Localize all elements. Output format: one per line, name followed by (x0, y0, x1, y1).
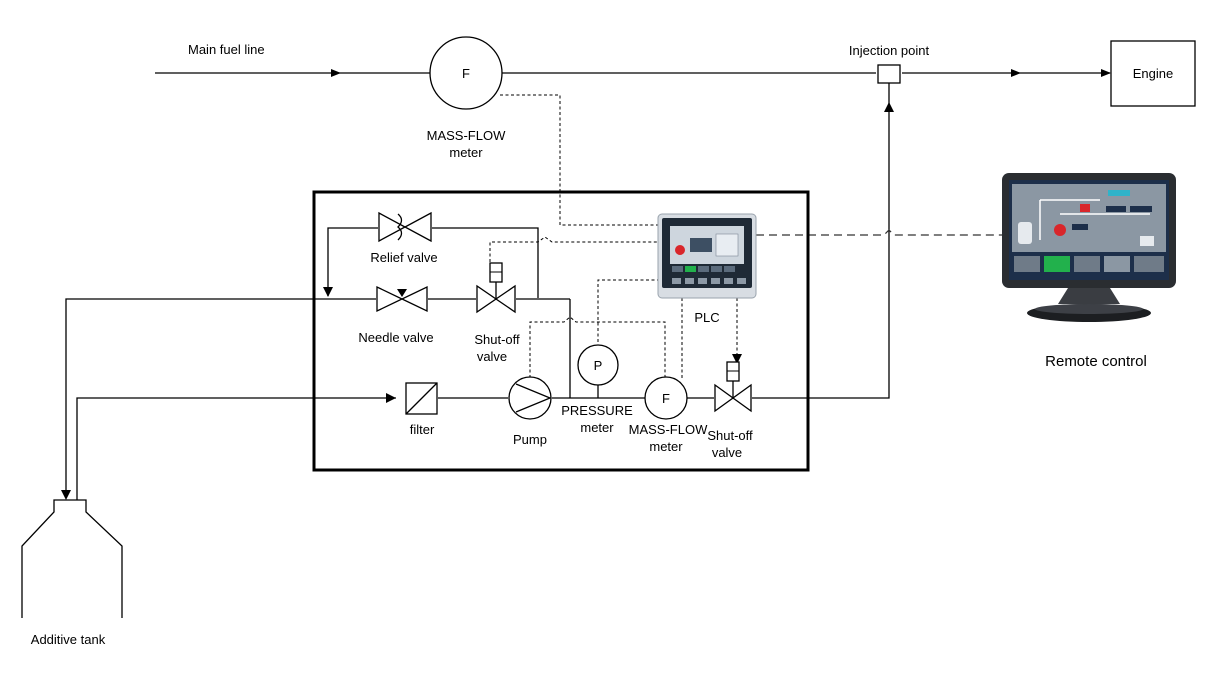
shutoff-valve-top-label-1: Shut-off (474, 332, 520, 347)
remote-control-label: Remote control (1045, 353, 1147, 370)
mass-flow-meter-top-label-2: meter (449, 145, 483, 160)
shutoff-valve-top-label-2: valve (477, 349, 507, 364)
engine-label: Engine (1133, 66, 1173, 81)
suction-arrow (386, 393, 396, 403)
skid-frame (312, 190, 810, 472)
filter (405, 382, 438, 415)
shutoff-valve-bottom-label-2: valve (712, 445, 742, 460)
relief-valve-label: Relief valve (370, 250, 437, 265)
relief-arrow (323, 287, 333, 297)
plc-unit (657, 213, 757, 299)
relief-return-pipe (432, 227, 539, 298)
mass-flow-meter-top-label-1: MASS-FLOW (427, 128, 506, 143)
mass-flow-meter-top: F (429, 36, 503, 110)
mass-flow-meter-top-letter: F (462, 66, 470, 81)
pump-label: Pump (513, 432, 547, 447)
signal-pump-meter (529, 316, 666, 378)
pressure-meter-label-1: PRESSURE (561, 403, 633, 418)
pump (508, 376, 552, 420)
shutoff-valve-top (476, 262, 516, 314)
signal-top-meter-plc (500, 94, 660, 226)
signal-plc-remote (756, 229, 1005, 236)
remote-monitor (1002, 173, 1176, 322)
return-line-arrow (61, 490, 71, 500)
needle-valve (376, 285, 428, 313)
pressure-meter: P (577, 344, 619, 386)
pressure-meter-label-2: meter (580, 420, 614, 435)
additive-tank (21, 499, 123, 618)
engine-box (1110, 40, 1196, 107)
plc-label: PLC (694, 310, 719, 325)
relief-bypass-pipe (327, 227, 378, 296)
suction-line (76, 397, 396, 612)
relief-valve (378, 211, 432, 243)
injection-point (877, 64, 901, 84)
main-fuel-line-label: Main fuel line (188, 42, 265, 57)
mass-flow-meter-bottom-letter: F (662, 391, 670, 406)
needle-valve-label: Needle valve (358, 330, 433, 345)
filter-label: filter (410, 422, 435, 437)
additive-tank-label: Additive tank (31, 632, 106, 647)
injection-point-label: Injection point (849, 43, 930, 58)
mass-flow-meter-bottom: F (644, 376, 688, 420)
mass-flow-meter-bottom-label-2: meter (649, 439, 683, 454)
signal-plc-pressure (597, 279, 660, 350)
injection-line (752, 83, 890, 399)
mass-flow-meter-bottom-label-1: MASS-FLOW (629, 422, 708, 437)
shutoff-valve-bottom (714, 361, 752, 413)
signal-arrow-shutoff (732, 354, 742, 364)
signal-plc-shutoff-top (489, 236, 660, 262)
injection-line-arrow (884, 102, 894, 112)
pressure-meter-letter: P (594, 358, 603, 373)
shutoff-valve-bottom-label-1: Shut-off (707, 428, 753, 443)
return-line (65, 298, 376, 498)
